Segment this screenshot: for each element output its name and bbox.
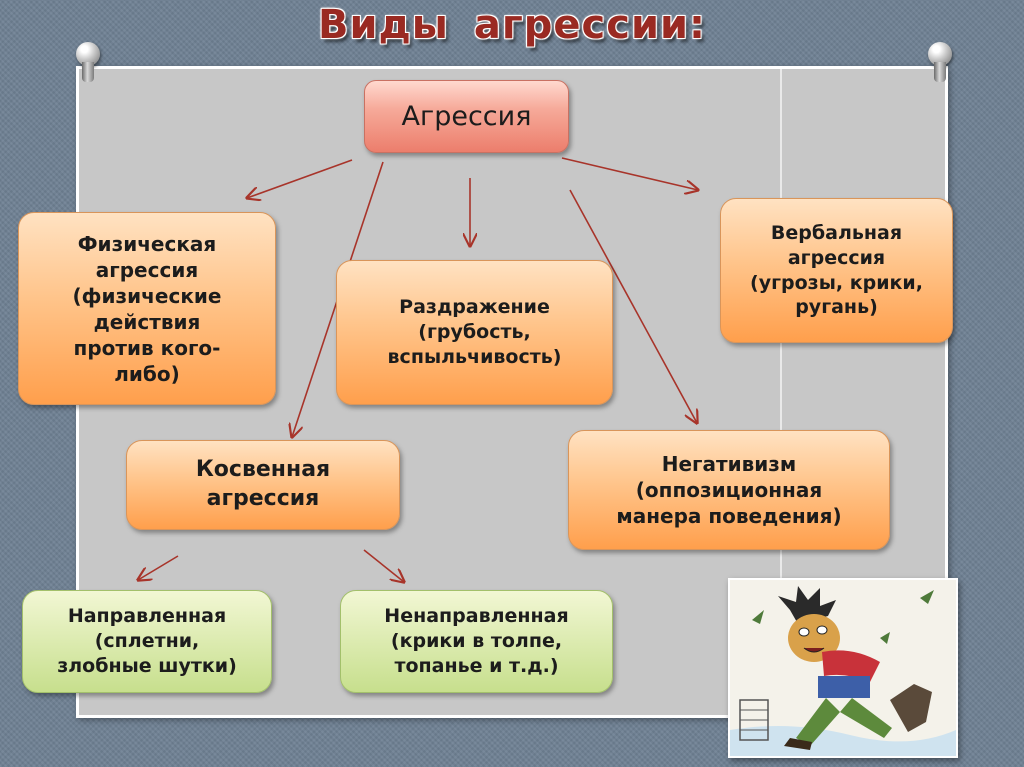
node-undirected: Ненаправленная (крики в толпе, топанье и… <box>340 590 613 693</box>
arrow-to-directed <box>138 555 179 580</box>
arrow-to-negativism <box>569 189 697 423</box>
arrow-to-physical <box>247 159 353 198</box>
arrow-to-undirected <box>363 549 404 582</box>
node-irritation: Раздражение (грубость, вспыльчивость) <box>336 260 613 405</box>
pin-icon-left <box>76 42 100 84</box>
node-verbal-aggression: Вербальная агрессия (угрозы, крики, руга… <box>720 198 953 343</box>
pin-icon-right <box>928 42 952 84</box>
panel-divider <box>780 66 782 712</box>
node-aggression: Агрессия <box>364 80 569 153</box>
node-indirect-aggression: Косвенная агрессия <box>126 440 400 530</box>
arrow-to-verbal <box>561 157 698 190</box>
angry-boy-drawing <box>728 578 958 758</box>
slide-title: Виды агрессии: <box>317 2 707 48</box>
node-negativism: Негативизм (оппозиционная манера поведен… <box>568 430 890 550</box>
node-physical-aggression: Физическая агрессия (физические действия… <box>18 212 276 405</box>
node-directed: Направленная (сплетни, злобные шутки) <box>22 590 272 693</box>
